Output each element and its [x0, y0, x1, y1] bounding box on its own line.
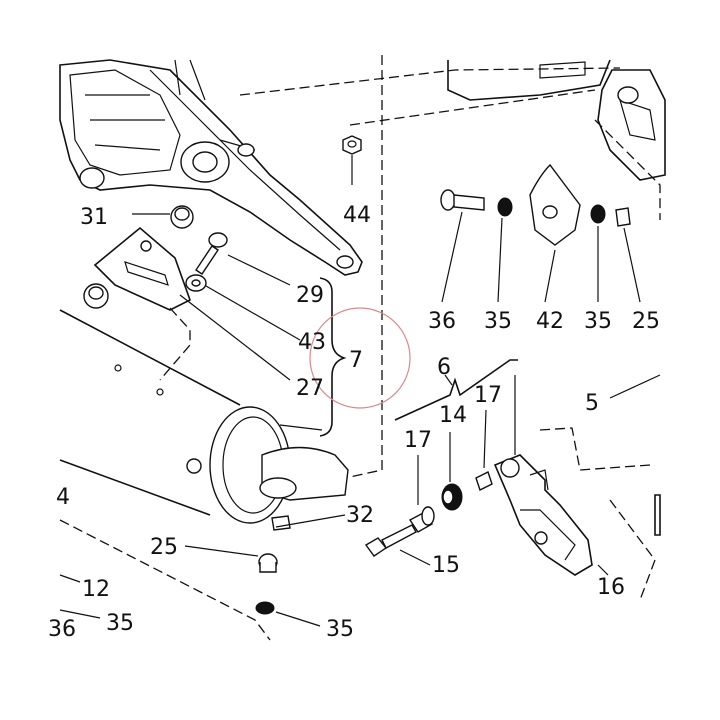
part-44-nut: [342, 135, 362, 185]
dashed-guide-lines: [59, 55, 661, 641]
part-29-bolt: [195, 232, 291, 286]
callout-15: 15: [432, 553, 460, 578]
swingarm-frame: [59, 59, 363, 276]
callout-35-c: 35: [106, 611, 134, 636]
brace-group-6: [394, 359, 518, 421]
callout-25-a: 25: [632, 309, 660, 334]
callout-44: 44: [343, 203, 371, 228]
part-35-lower-grommet: [255, 601, 321, 627]
callout-42: 42: [536, 309, 564, 334]
part-35-grommet-a: [497, 197, 513, 303]
callout-29: 29: [296, 283, 324, 308]
callout-17-b: 17: [474, 383, 502, 408]
part-17-spacer-b: [475, 409, 493, 491]
callout-12: 12: [82, 577, 110, 602]
callout-6: 6: [437, 355, 451, 380]
part-5-leader: [609, 374, 661, 536]
callout-35-b: 35: [584, 309, 612, 334]
callout-27: 27: [296, 376, 324, 401]
misc-leader-lines: [59, 514, 346, 619]
callout-16: 16: [597, 575, 625, 600]
callout-43: 43: [298, 330, 326, 355]
callout-4: 4: [56, 485, 70, 510]
rear-wheel-hub: [447, 59, 666, 181]
part-25-nut: [615, 207, 641, 303]
callout-labels: 44 31 36 35 42 35 25 29 43 7 27 6 5 17 1…: [48, 203, 660, 642]
callout-14: 14: [439, 403, 467, 428]
highlight-circle: [309, 307, 411, 409]
brace-group-7: [279, 277, 347, 437]
callout-17-a: 17: [404, 428, 432, 453]
part-36-bolt: [440, 189, 485, 303]
callout-5: 5: [585, 391, 599, 416]
part-31-cap: [132, 205, 194, 229]
part-43-washer: [179, 274, 301, 381]
heat-shield-bracket: [83, 226, 191, 311]
part-14-gear: [441, 432, 463, 511]
part-16-bracket-plate: [493, 375, 609, 576]
part-42-heat-guard: [529, 163, 581, 303]
part-25-lower-nut: [184, 545, 278, 573]
callout-36-b: 36: [48, 617, 76, 642]
callout-36: 36: [428, 309, 456, 334]
callout-25-b: 25: [150, 535, 178, 560]
part-17-spacer-a: [408, 455, 435, 533]
callout-35-a: 35: [484, 309, 512, 334]
part-15-bolt: [364, 524, 431, 566]
callout-31: 31: [80, 205, 108, 230]
part-35-grommet-b: [590, 204, 606, 302]
callout-35-d: 35: [326, 617, 354, 642]
callout-32: 32: [346, 503, 374, 528]
callout-7: 7: [349, 348, 363, 373]
